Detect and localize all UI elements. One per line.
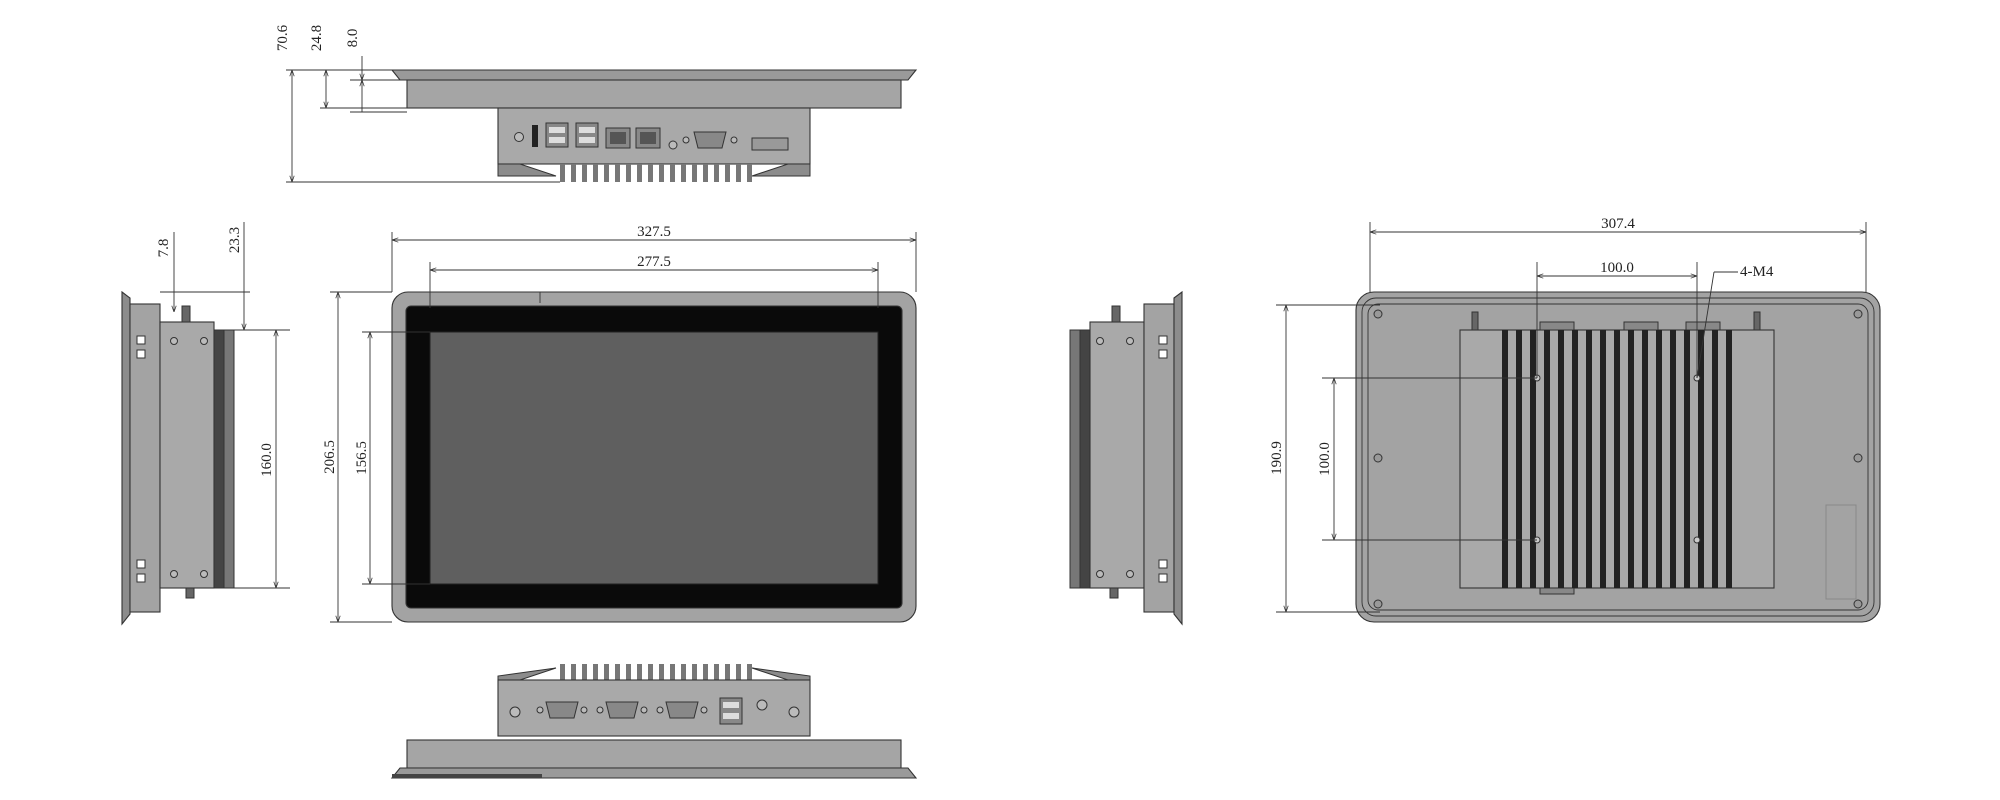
dim-front-display-width: 277.5 — [637, 254, 671, 270]
bottom-heatsink-fins — [497, 664, 811, 682]
m4-hole — [1693, 536, 1701, 544]
top-io-ports — [514, 122, 789, 151]
dim-top-bezel-height: 8.0 — [345, 29, 361, 48]
dim-side-body-height: 160.0 — [259, 443, 275, 477]
dim-side-bezel-depth: 7.8 — [156, 239, 172, 258]
display-screen — [429, 331, 879, 585]
dim-top-total-height: 70.6 — [275, 24, 291, 51]
top-heatsink-fins — [497, 163, 811, 182]
bottom-io-ports — [509, 697, 800, 725]
dim-back-hole-spacing-y: 100.0 — [1317, 442, 1333, 476]
dim-back-hole-spacing-x: 100.0 — [1600, 260, 1634, 276]
dim-back-overall-width: 307.4 — [1601, 216, 1635, 232]
back-heatsink-fins — [1502, 330, 1732, 588]
front-view: 327.5 277.5 206.5 156.5 — [322, 224, 917, 623]
dim-front-overall-height: 206.5 — [322, 440, 338, 474]
back-view: 307.4 100.0 190.9 100.0 4-M4 — [1269, 216, 1881, 623]
right-side-view — [1069, 290, 1183, 626]
dim-front-overall-width: 327.5 — [637, 224, 671, 240]
dim-top-mid-height: 24.8 — [309, 25, 325, 51]
hole-callout-label: 4-M4 — [1740, 264, 1774, 280]
dim-front-display-height: 156.5 — [354, 441, 370, 475]
dim-side-body-depth: 23.3 — [227, 227, 243, 253]
left-side-view: 7.8 23.3 160.0 — [121, 222, 290, 626]
bottom-view — [390, 664, 918, 779]
top-view: 70.6 24.8 8.0 — [275, 24, 918, 183]
dim-back-overall-height: 190.9 — [1269, 441, 1285, 475]
